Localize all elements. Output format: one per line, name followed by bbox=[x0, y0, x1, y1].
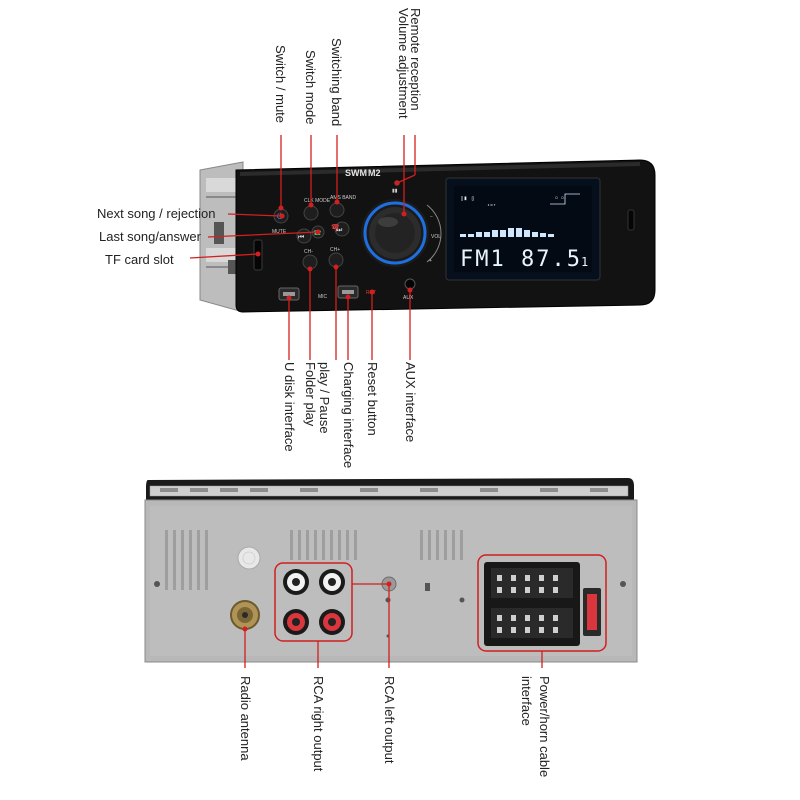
label-charging: Charging interface bbox=[341, 362, 356, 468]
lcd-display: ▯▮ ▯ ᴵᴺᶠ ▫ ▫ FM1 87.5 1 bbox=[445, 177, 601, 281]
brand-text: SWM bbox=[345, 168, 367, 178]
svg-text:−: − bbox=[430, 214, 433, 220]
rca-jack-top-right[interactable] bbox=[319, 569, 345, 595]
rca-jack-top-left[interactable] bbox=[283, 569, 309, 595]
mic-text: MIC bbox=[318, 294, 328, 300]
svg-text:VOL: VOL bbox=[431, 234, 441, 240]
next-button[interactable]: ⏭ ☎ bbox=[331, 221, 350, 237]
model-text: M2 bbox=[368, 168, 381, 178]
front-top-labels: Switch / mute Switch mode Switching band… bbox=[273, 8, 423, 126]
label-switch-mode: Switch mode bbox=[303, 50, 318, 124]
svg-text:MUTE: MUTE bbox=[272, 229, 287, 235]
right-side-slot bbox=[627, 209, 635, 231]
svg-text:▮▮: ▮▮ bbox=[392, 188, 398, 194]
label-power-horn-line2: interface bbox=[519, 676, 534, 726]
clk-mode-button[interactable]: CLK MODE bbox=[303, 198, 331, 221]
label-switching-band: Switching band bbox=[329, 38, 344, 126]
label-switch-mute: Switch / mute bbox=[273, 45, 288, 123]
svg-text:+: + bbox=[429, 258, 432, 264]
label-u-disk: U disk interface bbox=[282, 362, 297, 452]
warranty-sticker bbox=[237, 546, 261, 570]
svg-text:ᴵᴺᶠ: ᴵᴺᶠ bbox=[487, 204, 496, 210]
lcd-channel-digit: 1 bbox=[581, 255, 588, 269]
svg-text:AMS BAND: AMS BAND bbox=[330, 195, 357, 201]
svg-text:AUX: AUX bbox=[403, 295, 414, 301]
front-leader-lines bbox=[189, 135, 416, 360]
label-folder-play: Folder play bbox=[303, 362, 318, 427]
previous-track-icon: ⏮ bbox=[298, 233, 304, 241]
label-rca-left: RCA left output bbox=[382, 676, 397, 764]
label-next-song: Next song / rejection bbox=[97, 206, 216, 221]
vent-slots bbox=[165, 530, 463, 590]
rca-jack-bottom-right[interactable] bbox=[319, 609, 345, 635]
label-volume-adjustment: Volume adjustment bbox=[396, 8, 411, 119]
front-bottom-labels: U disk interface Folder play play / Paus… bbox=[282, 362, 418, 468]
rca-highlight-box bbox=[274, 562, 353, 642]
label-tf-card: TF card slot bbox=[105, 252, 174, 267]
back-leader-lines bbox=[244, 583, 543, 668]
svg-text:CH-: CH- bbox=[304, 249, 313, 255]
label-radio-antenna: Radio antenna bbox=[238, 676, 253, 761]
label-power-horn-line1: Power/horn cable bbox=[537, 676, 552, 777]
label-play-pause: play / Pause bbox=[317, 362, 332, 434]
power-horn-connector[interactable] bbox=[484, 562, 601, 646]
svg-text:CH+: CH+ bbox=[330, 247, 340, 253]
label-reset: Reset button bbox=[365, 362, 380, 436]
back-labels: Radio antenna RCA right output RCA left … bbox=[238, 676, 552, 777]
equalizer-bars bbox=[460, 228, 554, 237]
lcd-frequency-text: FM1 87.5 bbox=[460, 247, 582, 272]
label-remote-reception: Remote reception bbox=[408, 8, 423, 111]
svg-text:▯▮ ▯: ▯▮ ▯ bbox=[460, 195, 474, 202]
back-unit bbox=[144, 478, 638, 663]
front-left-labels: Next song / rejection Last song/answer T… bbox=[97, 206, 216, 267]
prev-button[interactable]: ⏮ bbox=[296, 228, 312, 244]
back-markers bbox=[242, 581, 392, 632]
aux-jack[interactable]: AUX bbox=[403, 278, 416, 301]
label-aux-interface: AUX interface bbox=[403, 362, 418, 442]
front-unit: SWM M2 ▮▮ CLK MODE AMS BAND ⏻ MUTE ⏮ ☎ bbox=[199, 159, 656, 313]
phone-reject-icon: ☎ bbox=[331, 223, 340, 231]
next-track-icon: ⏭ bbox=[336, 226, 343, 234]
label-rca-right: RCA right output bbox=[311, 676, 326, 772]
label-last-song: Last song/answer bbox=[99, 229, 202, 244]
svg-text:▫ ▫: ▫ ▫ bbox=[555, 195, 564, 201]
volume-knob[interactable] bbox=[361, 199, 429, 267]
radio-antenna-port[interactable] bbox=[230, 600, 260, 630]
rca-jack-bottom-left[interactable] bbox=[283, 609, 309, 635]
svg-text:CLK MODE: CLK MODE bbox=[304, 198, 331, 204]
